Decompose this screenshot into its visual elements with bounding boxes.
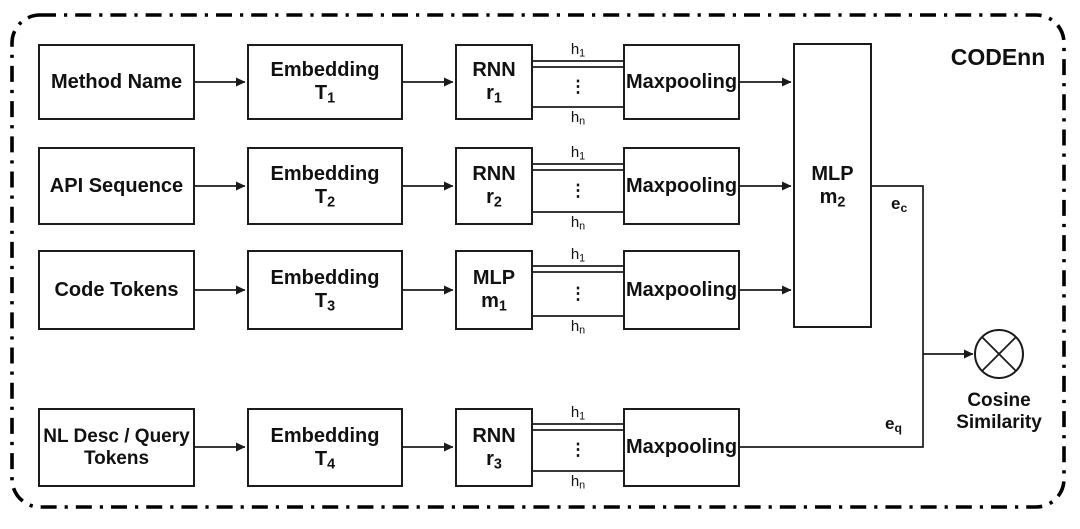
embedding-var-label: T4 (314, 447, 336, 473)
processor-label: RNN (472, 424, 516, 447)
rnn-box-r2: RNN r2 (455, 147, 533, 225)
embedding-label: Embedding (270, 267, 380, 289)
maxpooling-box-row2: Maxpooling (623, 147, 740, 225)
maxpooling-box-row1: Maxpooling (623, 44, 740, 120)
query-embedding-label: eq (885, 414, 902, 436)
hidden-state-first-label: h1 (570, 246, 586, 265)
input-label: Code Tokens (54, 278, 179, 301)
processor-var-label: r1 (486, 82, 502, 107)
processor-label: RNN (472, 59, 516, 81)
embedding-label: Embedding (270, 59, 380, 81)
dashed-frame-border (10, 13, 1066, 509)
input-label: Method Name (50, 70, 183, 93)
hidden-state-ellipsis: ⋮ (569, 284, 587, 303)
cosine-similarity-line2: Similarity (956, 412, 1042, 433)
embedding-box-t3: Embedding T3 (247, 250, 403, 330)
embedding-var-label: T2 (314, 186, 336, 211)
maxpooling-box-row4: Maxpooling (623, 408, 740, 487)
input-box-method-name: Method Name (38, 44, 195, 120)
mlp-box-m2: MLP m2 (793, 43, 872, 328)
maxpooling-box-row3: Maxpooling (623, 250, 740, 330)
embedding-box-t2: Embedding T2 (247, 147, 403, 225)
diagram-title: CODEnn (950, 44, 1046, 70)
fusion-label: MLP (811, 162, 854, 185)
processor-label: MLP (472, 267, 516, 289)
code-embedding-label: ec (891, 194, 908, 216)
embedding-label: Embedding (270, 424, 380, 447)
input-box-nl-desc-query-tokens: NL Desc / Query Tokens (38, 408, 195, 487)
maxpooling-label: Maxpooling (625, 70, 738, 93)
input-label: NL Desc / Query (43, 425, 190, 447)
maxpooling-label: Maxpooling (625, 436, 738, 458)
row2-connectors (195, 163, 792, 213)
row4-connectors (195, 423, 623, 472)
embedding-box-t1: Embedding T1 (247, 44, 403, 120)
maxpooling-label: Maxpooling (625, 174, 738, 197)
input-label: API Sequence (49, 174, 184, 197)
processor-var-label: r2 (486, 186, 502, 211)
mlp-box-m1: MLP m1 (455, 250, 533, 330)
rnn-box-r1: RNN r1 (455, 44, 533, 120)
hidden-state-last-label: hn (570, 318, 586, 337)
hidden-state-ellipsis: ⋮ (569, 77, 587, 96)
embedding-box-t4: Embedding T4 (247, 408, 403, 487)
input-box-code-tokens: Code Tokens (38, 250, 195, 330)
embedding-var-label: T3 (314, 290, 336, 315)
input-label-line2: Tokens (83, 447, 150, 469)
hidden-state-last-label: hn (570, 473, 586, 492)
hidden-state-first-label: h1 (570, 144, 586, 163)
embedding-vector-routing (740, 185, 974, 448)
input-box-api-sequence: API Sequence (38, 147, 195, 225)
processor-label: RNN (472, 163, 516, 185)
processor-var-label: m1 (481, 290, 507, 315)
maxpooling-label: Maxpooling (625, 278, 738, 301)
fusion-var-label: m2 (819, 185, 846, 211)
processor-var-label: r3 (486, 447, 502, 473)
embedding-label: Embedding (270, 163, 380, 185)
cosine-similarity-operator-icon (974, 329, 1024, 379)
hidden-state-first-label: h1 (570, 404, 586, 423)
embedding-var-label: T1 (314, 82, 336, 107)
cosine-similarity-line1: Cosine (967, 390, 1031, 411)
hidden-state-first-label: h1 (570, 41, 586, 60)
row1-connectors (195, 60, 792, 108)
row3-connectors (195, 265, 792, 317)
hidden-state-last-label: hn (570, 214, 586, 233)
cosine-similarity-label: Cosine Similarity (934, 390, 1064, 434)
hidden-state-ellipsis: ⋮ (569, 181, 587, 200)
rnn-box-r3: RNN r3 (455, 408, 533, 487)
hidden-state-ellipsis: ⋮ (569, 440, 587, 459)
ec-eq-junction-line (740, 185, 924, 448)
hidden-state-last-label: hn (570, 109, 586, 128)
